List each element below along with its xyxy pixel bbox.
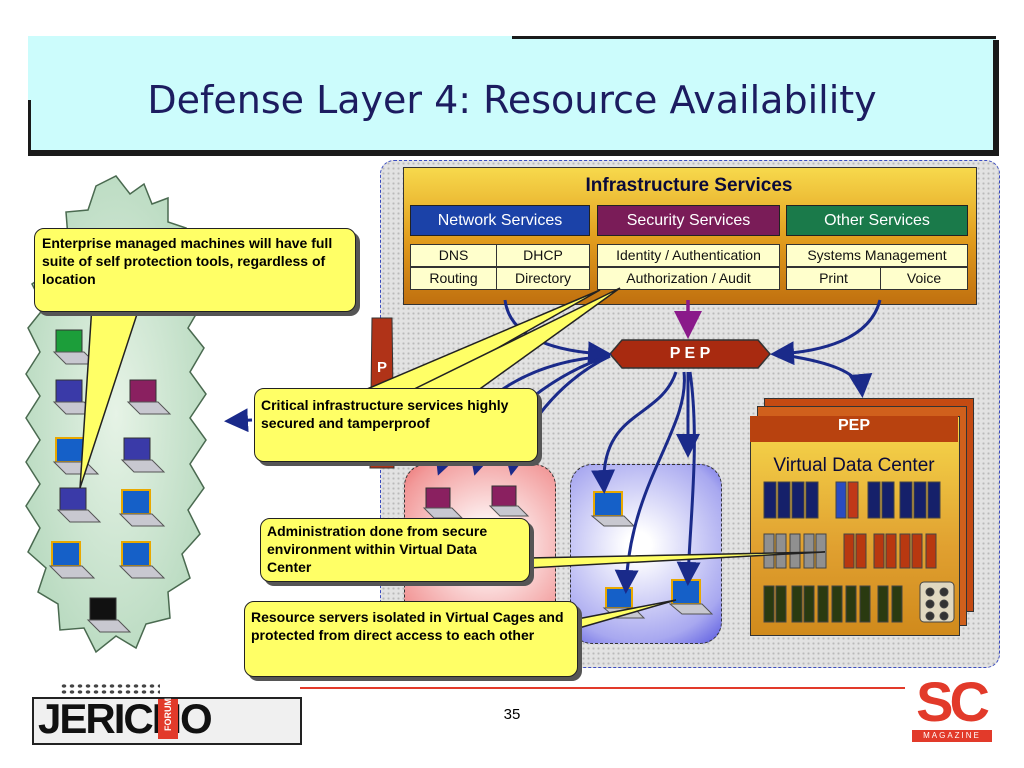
service-directory: Directory <box>496 267 590 290</box>
service-systems-management: Systems Management <box>786 244 968 267</box>
server-racks <box>763 481 955 623</box>
infrastructure-title: Infrastructure Services <box>585 175 793 196</box>
laptop-icon <box>118 541 166 579</box>
title-border <box>28 100 31 152</box>
laptop-icon <box>86 597 132 633</box>
sc-logo-small: MAGAZINE <box>912 730 992 742</box>
service-authorization-audit: Authorization / Audit <box>597 267 780 290</box>
callout-enterprise-machines: Enterprise managed machines will have fu… <box>34 228 356 312</box>
callout-administration: Administration done from secure environm… <box>260 518 530 582</box>
side-pep-label: P <box>376 359 387 376</box>
server-rack-row <box>763 533 937 569</box>
service-dhcp: DHCP <box>496 244 590 267</box>
security-services-header: Security Services <box>597 205 780 236</box>
sc-logo-text: SC <box>916 670 990 733</box>
page-title: Defense Layer 4: Resource Availability <box>147 78 877 122</box>
laptop-icon <box>52 437 100 475</box>
jericho-forum-logo: JERICHO FORUM <box>28 677 302 747</box>
service-voice: Voice <box>880 267 968 290</box>
laptop-icon <box>422 487 464 519</box>
logo-red-bar <box>158 699 178 739</box>
vdc-pep-label: PEP <box>837 417 870 434</box>
service-dns: DNS <box>410 244 497 267</box>
laptop-icon <box>668 579 714 615</box>
title-box <box>28 36 996 152</box>
sc-magazine-logo: SC MAGAZINE <box>906 674 996 744</box>
laptop-group <box>48 329 172 633</box>
laptop-icon <box>118 489 166 527</box>
laptop-icon <box>120 437 166 473</box>
callout-critical-infrastructure: Critical infrastructure services highly … <box>254 388 538 462</box>
server-rack-row <box>763 481 941 519</box>
service-print: Print <box>786 267 881 290</box>
logo-dots <box>60 683 160 695</box>
page-number: 35 <box>503 706 521 723</box>
logo-text: JERICHO <box>38 695 213 742</box>
title-border <box>28 150 999 156</box>
laptop-icon <box>590 491 636 527</box>
laptop-icon <box>488 485 530 517</box>
network-services-header: Network Services <box>410 205 590 236</box>
laptop-icon <box>48 541 96 579</box>
vdc-title: Virtual Data Center <box>773 455 935 476</box>
callout-resource-servers: Resource servers isolated in Virtual Cag… <box>244 601 578 677</box>
laptop-icon <box>602 587 646 619</box>
service-identity-authentication: Identity / Authentication <box>597 244 780 267</box>
service-routing: Routing <box>410 267 497 290</box>
vdc-pep-band <box>750 416 958 442</box>
other-services-header: Other Services <box>786 205 968 236</box>
laptop-icon <box>52 329 98 365</box>
laptop-icon <box>126 379 172 415</box>
central-pep-label: P E P <box>669 345 711 362</box>
laptop-icon <box>56 487 102 523</box>
server-rack-row <box>763 581 955 623</box>
title-border <box>993 40 999 156</box>
logo-small-text: FORUM <box>163 698 173 731</box>
footer-divider <box>300 687 905 689</box>
laptop-icon <box>52 379 98 415</box>
title-border <box>512 36 996 39</box>
